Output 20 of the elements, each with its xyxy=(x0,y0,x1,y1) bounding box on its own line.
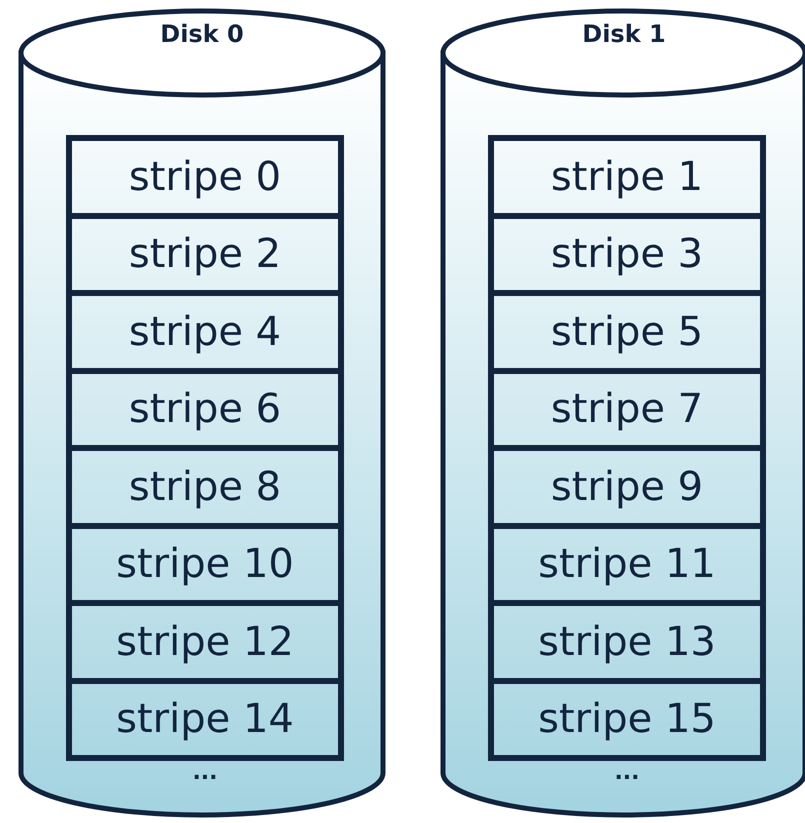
stripe-block: stripe 7 xyxy=(488,368,766,445)
stripe-block: stripe 13 xyxy=(488,600,766,678)
ellipsis-mark: ... xyxy=(191,763,219,783)
disk-label: Disk 1 xyxy=(581,20,667,48)
stripe-block: stripe 0 xyxy=(66,135,344,212)
stripe-block: stripe 1 xyxy=(488,135,766,212)
ellipsis-mark: ... xyxy=(613,763,641,783)
stripe-block: stripe 10 xyxy=(66,522,344,600)
stripe-block: stripe 14 xyxy=(66,678,344,761)
stripe-block: stripe 4 xyxy=(66,290,344,368)
stripe-block: stripe 15 xyxy=(488,678,766,761)
stripe-block: stripe 12 xyxy=(66,600,344,678)
stripe-block: stripe 8 xyxy=(66,445,344,522)
stripe-block: stripe 6 xyxy=(66,368,344,445)
stripe-block: stripe 3 xyxy=(488,212,766,290)
disk-label: Disk 0 xyxy=(159,20,245,48)
stripe-block: stripe 11 xyxy=(488,522,766,600)
stripe-block: stripe 2 xyxy=(66,212,344,290)
stripe-block: stripe 9 xyxy=(488,445,766,522)
stripe-block: stripe 5 xyxy=(488,290,766,368)
